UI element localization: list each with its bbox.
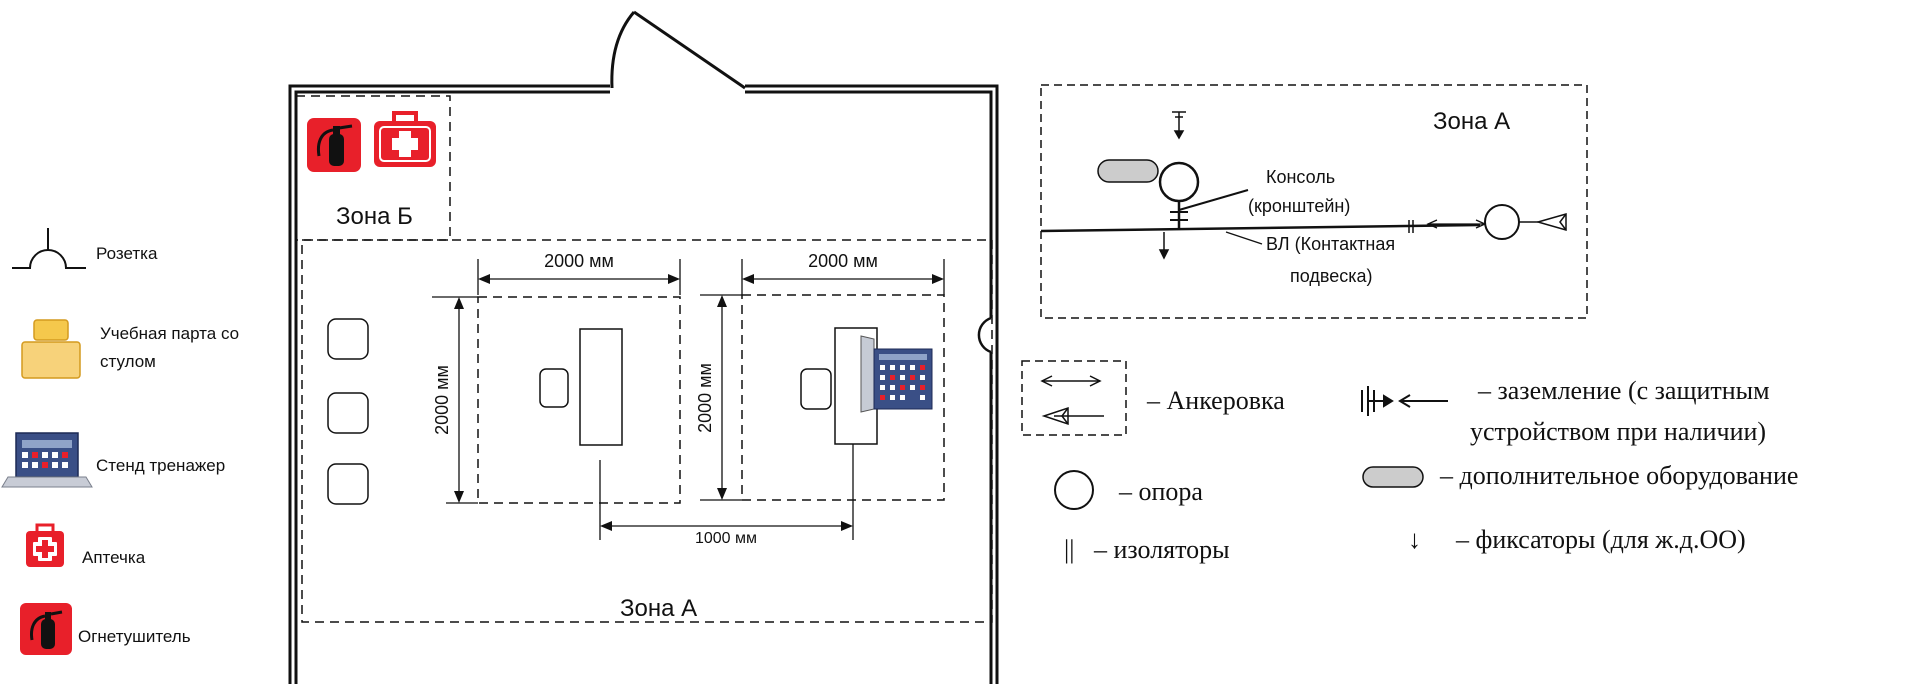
zone-a-detail-frame <box>1040 84 1588 319</box>
legend-anchoring-label: – Анкеровка <box>1146 386 1285 415</box>
chair <box>327 392 369 434</box>
zone-b-first-aid-icon <box>374 111 436 167</box>
dimension-arrowheads <box>454 274 944 531</box>
support-legend-icon <box>1054 470 1094 510</box>
detail-anchor-triangle-icon <box>1519 213 1567 231</box>
dimension-lines <box>432 259 945 540</box>
legend-support-label: – опора <box>1118 477 1203 506</box>
legend-insulators-label: – изоляторы <box>1093 535 1230 564</box>
console-label-line1: Консоль <box>1266 167 1335 187</box>
anchoring-legend-frame <box>1021 360 1127 436</box>
legend-fixators-label: – фиксаторы (для ж.д.ОО) <box>1455 525 1746 554</box>
door-symbol <box>610 10 746 90</box>
legend-grounding-label-line1: – заземление (с защитным <box>1477 376 1770 405</box>
workstation-1-desk <box>539 328 623 446</box>
overhead-line <box>1040 223 1481 233</box>
legend-desk-label-line1: Учебная парта со <box>100 324 239 343</box>
zone-b-extinguisher-icon <box>307 118 361 172</box>
zone-a-detail-title: Зона А <box>1433 108 1510 135</box>
dimension-height-1-label: 2000 мм <box>432 365 452 435</box>
fixators-legend-icon: ↓ <box>1408 525 1421 554</box>
dimension-width-1-label: 2000 мм <box>544 251 614 271</box>
console-bracket <box>1170 189 1249 221</box>
dimension-gap-label: 1000 мм <box>695 530 757 547</box>
detail-support-icon <box>1158 161 1200 203</box>
zone-b-area <box>295 95 451 241</box>
room-plan: Зона Б Зона А <box>288 10 999 684</box>
extra-equipment-legend-icon <box>1362 466 1424 488</box>
legend-grounding-label-line2: устройством при наличии) <box>1470 417 1766 446</box>
detail-fixator-icon <box>1158 232 1170 260</box>
chair <box>327 463 369 505</box>
zone-a-area <box>301 239 993 623</box>
first-aid-kit-icon <box>26 523 64 567</box>
legend-stand-label: Стенд тренажер <box>96 456 225 475</box>
legend-left: Розетка Учебная парта со стулом Стенд тр… <box>1 228 239 655</box>
detail-insulator-icon <box>1408 220 1414 233</box>
console-label-line2: (кронштейн) <box>1248 196 1350 216</box>
chairs-row <box>327 318 369 505</box>
anchoring-legend-icon <box>1040 375 1104 426</box>
workstation-1-area <box>477 296 681 504</box>
stand-simulator-icon <box>1 432 93 488</box>
legend-extinguisher-label: Огнетушитель <box>78 627 191 646</box>
legend-extra-equipment-label: – дополнительное оборудование <box>1439 461 1798 490</box>
dimension-width-2-label: 2000 мм <box>808 251 878 271</box>
support-ground-symbol-icon <box>1172 111 1186 140</box>
detail-anchor-support-icon <box>1484 204 1520 240</box>
legend-right: – Анкеровка – заземление (с защитным уст… <box>1021 360 1798 564</box>
workstation-2-area <box>741 294 945 501</box>
room-walls <box>288 84 999 684</box>
legend-first-aid-label: Аптечка <box>82 548 146 567</box>
line-label-line1: ВЛ (Контактная <box>1266 234 1395 254</box>
zone-a-detail: Зона А Консоль (кронштейн) <box>1040 84 1588 319</box>
socket-symbol-icon <box>12 228 86 269</box>
grounding-legend-icon <box>1361 386 1448 416</box>
zone-b-label: Зона Б <box>336 203 413 230</box>
zone-a-label: Зона А <box>620 595 697 622</box>
detail-extra-equipment-icon <box>1097 159 1159 183</box>
workstation-2-stand-icon <box>860 335 933 413</box>
wall-socket-icon <box>977 316 992 354</box>
line-label-line2: подвеска) <box>1290 266 1373 286</box>
legend-socket-label: Розетка <box>96 244 158 263</box>
insulators-legend-icon: || <box>1064 535 1074 564</box>
fire-extinguisher-icon <box>20 603 72 655</box>
chair <box>327 318 369 360</box>
dimension-height-2-label: 2000 мм <box>695 363 715 433</box>
legend-desk-label-line2: стулом <box>100 352 156 371</box>
desk-icon <box>21 319 81 379</box>
